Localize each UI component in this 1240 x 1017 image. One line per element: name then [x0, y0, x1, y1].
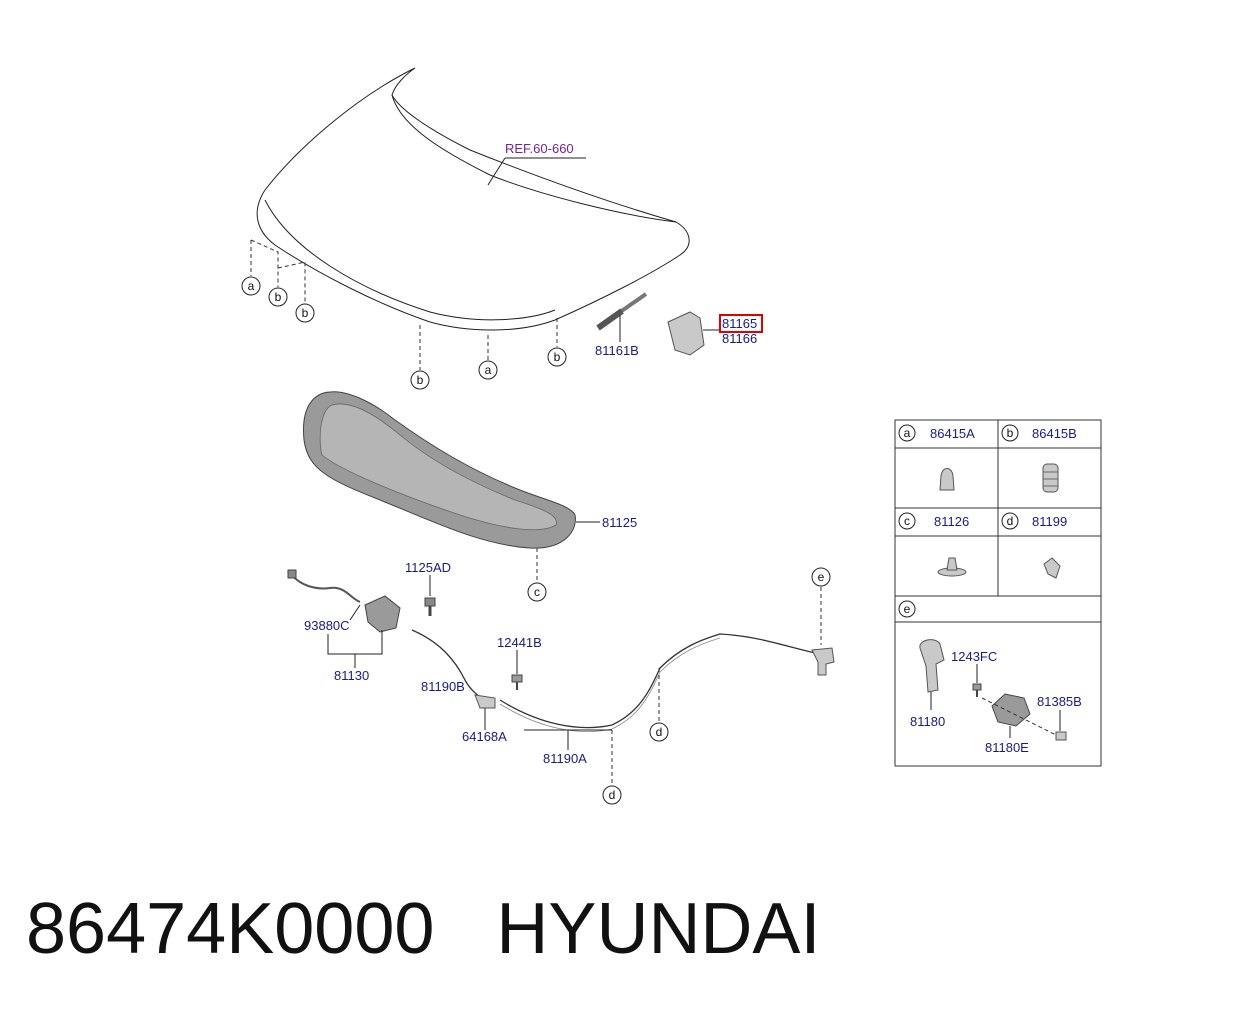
- cable-bracket-64168A[interactable]: [474, 694, 496, 709]
- legend-marker-a: a: [898, 424, 916, 442]
- label-1125AD[interactable]: 1125AD: [405, 560, 451, 575]
- legend-marker-e: e: [898, 600, 916, 618]
- legend-marker-d: d: [1001, 512, 1019, 530]
- marker-a-hood-2[interactable]: a: [478, 360, 498, 380]
- legend-marker-c: c: [898, 512, 916, 530]
- cable-81190A[interactable]: [499, 633, 821, 729]
- marker-b-hood-3[interactable]: b: [410, 370, 430, 390]
- label-81125[interactable]: 81125: [602, 515, 637, 530]
- marker-e-cable[interactable]: e: [811, 567, 831, 587]
- nut-81385B-icon[interactable]: [1055, 731, 1067, 741]
- label-81190B[interactable]: 81190B: [421, 679, 465, 694]
- marker-d-cable-2[interactable]: d: [649, 722, 669, 742]
- label-12441B[interactable]: 12441B: [497, 635, 542, 650]
- legend-label-86415A[interactable]: 86415A: [930, 426, 975, 441]
- label-81165[interactable]: 81165: [722, 316, 757, 331]
- sensor-wire: [291, 574, 361, 603]
- release-handle-end[interactable]: [811, 647, 835, 676]
- leader-b1: [250, 239, 279, 287]
- bumper-86415B-icon[interactable]: [1042, 463, 1059, 493]
- exploded-parts-diagram: REF.60-660 a b b b a b 81161B 81165 8116…: [241, 67, 1102, 805]
- hood-outline: [256, 67, 690, 331]
- label-93880C[interactable]: 93880C: [304, 618, 350, 633]
- svg-text:b: b: [302, 306, 309, 320]
- label-81130[interactable]: 81130: [334, 668, 369, 683]
- clip-81199-icon[interactable]: [1043, 557, 1061, 579]
- sensor-connector: [287, 569, 297, 579]
- highlight-box-81165: [719, 314, 763, 333]
- footer-caption: 86474K0000 HYUNDAI: [26, 888, 882, 970]
- marker-b-hood-4[interactable]: b: [547, 347, 567, 367]
- marker-b-hood-2[interactable]: b: [295, 303, 315, 323]
- bolt-1125AD[interactable]: [424, 597, 436, 616]
- legend-label-86415B[interactable]: 86415B: [1032, 426, 1077, 441]
- ref-leader-line: [487, 157, 506, 186]
- marker-b-hood-1[interactable]: b: [268, 287, 288, 307]
- handle-bracket-81180E-icon[interactable]: [991, 693, 1031, 727]
- legend-label-81180[interactable]: 81180: [910, 714, 945, 729]
- legend-label-81126[interactable]: 81126: [934, 514, 969, 529]
- insulator-inner-face: [319, 403, 557, 531]
- latch-bracket-leader: [327, 630, 383, 655]
- clip-12441B[interactable]: [511, 674, 523, 690]
- legend-label-81385B[interactable]: 81385B: [1037, 694, 1082, 709]
- label-81166[interactable]: 81166: [722, 331, 757, 346]
- svg-text:e: e: [904, 602, 911, 616]
- svg-text:c: c: [904, 514, 910, 528]
- legend-label-81199[interactable]: 81199: [1032, 514, 1067, 529]
- svg-text:b: b: [275, 290, 282, 304]
- svg-text:b: b: [1007, 426, 1014, 440]
- svg-text:a: a: [485, 363, 492, 377]
- handle-assembly-axis: [981, 697, 1063, 739]
- release-handle-81180-icon[interactable]: [919, 639, 945, 693]
- legend-marker-b: b: [1001, 424, 1019, 442]
- sensor-leader: [349, 604, 361, 621]
- bumper-86415A-icon[interactable]: [939, 468, 955, 491]
- svg-text:d: d: [656, 725, 663, 739]
- svg-text:a: a: [248, 279, 255, 293]
- marker-c-insulator[interactable]: c: [527, 582, 547, 602]
- svg-text:e: e: [818, 570, 825, 584]
- hood-bracket-part[interactable]: [667, 311, 705, 356]
- svg-text:b: b: [554, 350, 561, 364]
- footer-part-number: 86474K0000: [26, 889, 435, 969]
- ref-hood-label[interactable]: REF.60-660: [505, 141, 574, 156]
- svg-text:d: d: [1007, 514, 1014, 528]
- marker-a-hood-1[interactable]: a: [241, 276, 261, 296]
- svg-text:a: a: [904, 426, 911, 440]
- leader-b2: [277, 261, 306, 303]
- marker-d-cable-1[interactable]: d: [602, 785, 622, 805]
- screw-1243FC-icon[interactable]: [972, 683, 982, 697]
- svg-text:c: c: [534, 585, 540, 599]
- label-64168A[interactable]: 64168A: [462, 729, 507, 744]
- cable-81190A-shadow: [499, 637, 721, 732]
- clip-81126-icon[interactable]: [937, 557, 967, 577]
- legend-label-1243FC[interactable]: 1243FC: [951, 649, 997, 664]
- svg-text:d: d: [609, 788, 616, 802]
- svg-text:b: b: [417, 373, 424, 387]
- label-81161B[interactable]: 81161B: [595, 343, 639, 358]
- hood-latch-part[interactable]: [364, 595, 401, 633]
- label-81190A[interactable]: 81190A: [543, 751, 587, 766]
- gas-strut-part[interactable]: [596, 292, 648, 331]
- legend-label-81180E[interactable]: 81180E: [985, 740, 1029, 755]
- footer-brand: HYUNDAI: [496, 889, 821, 969]
